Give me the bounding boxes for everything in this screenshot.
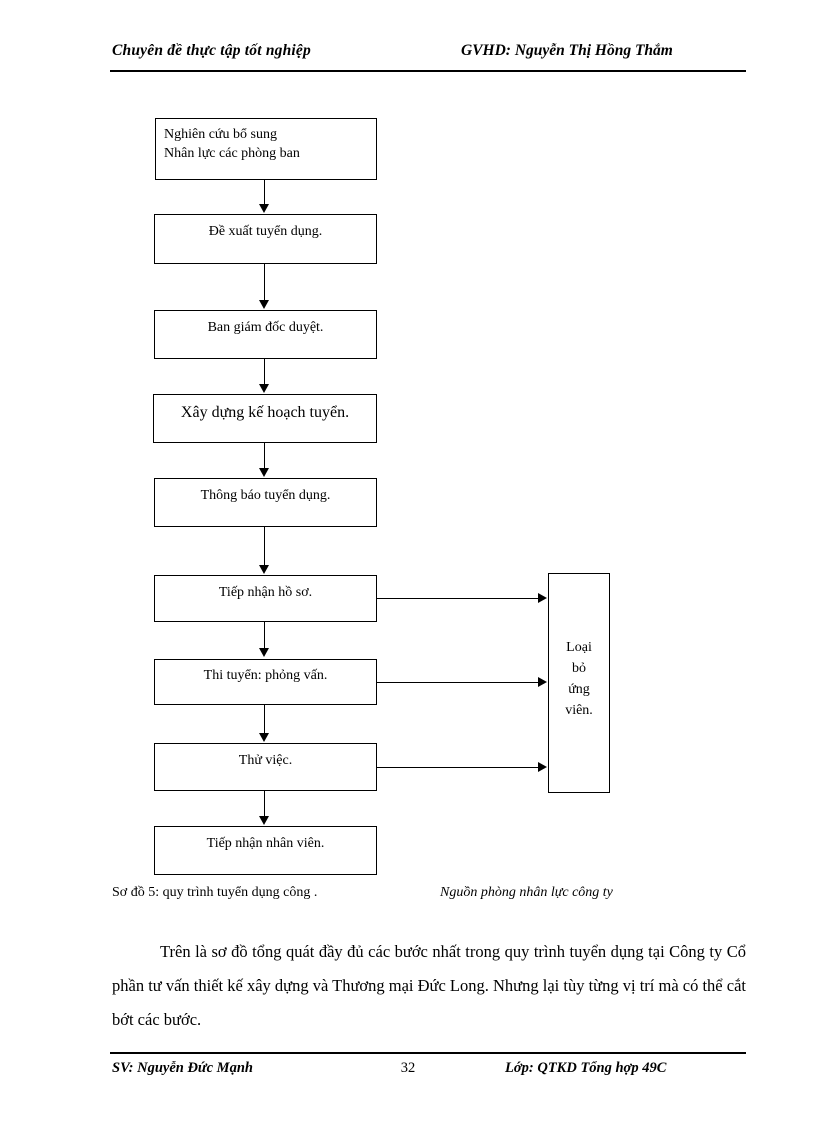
connector-7-8 xyxy=(264,705,265,735)
flowchart-node-label: Loại bỏ ứng viên. xyxy=(565,640,593,718)
connector-8-9-arrowhead xyxy=(259,816,269,825)
flowchart-node-step-4: Xây dựng kế hoạch tuyển. xyxy=(153,394,377,443)
flowchart-node-label: Thi tuyển: phỏng vấn. xyxy=(203,668,328,683)
footer-page-number: 32 xyxy=(400,1060,416,1076)
flowchart-node-step-3: Ban giám đốc duyệt. xyxy=(154,310,377,359)
header-divider xyxy=(110,70,746,72)
connector-2-3-arrowhead xyxy=(259,300,269,309)
connector-1-2-arrowhead xyxy=(259,204,269,213)
flowchart-node-label: Đề xuất tuyển dụng. xyxy=(208,224,323,239)
connector-step7-reject xyxy=(377,682,540,683)
connector-5-6-arrowhead xyxy=(259,565,269,574)
flowchart-node-label: Tiếp nhận hồ sơ. xyxy=(218,585,313,600)
connector-1-2 xyxy=(264,180,265,206)
flowchart-node-label: Ban giám đốc duyệt. xyxy=(207,320,324,335)
footer-divider xyxy=(110,1052,746,1054)
body-paragraph: Trên là sơ đồ tổng quát đầy đủ các bước … xyxy=(112,942,746,1029)
connector-7-8-arrowhead xyxy=(259,733,269,742)
header-title-right: GVHD: Nguyễn Thị Hồng Thắm xyxy=(461,42,673,59)
flowchart-node-step-9: Tiếp nhận nhân viên. xyxy=(154,826,377,875)
figure-source: Nguồn phòng nhân lực công ty xyxy=(440,885,613,900)
connector-8-9 xyxy=(264,791,265,818)
connector-6-7-arrowhead xyxy=(259,648,269,657)
flowchart-node-step-7: Thi tuyển: phỏng vấn. xyxy=(154,659,377,705)
connector-2-3 xyxy=(264,264,265,302)
connector-step8-reject-arrowhead xyxy=(538,762,547,772)
connector-4-5 xyxy=(264,443,265,470)
footer-class: Lớp: QTKD Tổng hợp 49C xyxy=(505,1060,667,1076)
flowchart-node-label: Tiếp nhận nhân viên. xyxy=(206,836,325,851)
connector-step6-reject-arrowhead xyxy=(538,593,547,603)
connector-step7-reject-arrowhead xyxy=(538,677,547,687)
flowchart-node-step-8: Thử việc. xyxy=(154,743,377,791)
flowchart-node-label: Thông báo tuyển dụng. xyxy=(200,488,331,503)
flowchart-node-step-5: Thông báo tuyển dụng. xyxy=(154,478,377,527)
connector-step8-reject xyxy=(377,767,540,768)
flowchart-node-step-1: Nghiên cứu bổ sung Nhân lực các phòng ba… xyxy=(155,118,377,180)
flowchart-node-reject: Loại bỏ ứng viên. xyxy=(548,573,610,793)
connector-step6-reject xyxy=(377,598,540,599)
connector-6-7 xyxy=(264,622,265,650)
flowchart-node-label: Thử việc. xyxy=(238,753,293,768)
connector-3-4 xyxy=(264,359,265,386)
header-title-left: Chuyên đề thực tập tốt nghiệp xyxy=(112,42,311,59)
flowchart-node-label: Xây dựng kế hoạch tuyển. xyxy=(180,404,350,421)
connector-4-5-arrowhead xyxy=(259,468,269,477)
flowchart-node-step-2: Đề xuất tuyển dụng. xyxy=(154,214,377,264)
flowchart-node-step-6: Tiếp nhận hồ sơ. xyxy=(154,575,377,622)
figure-caption: Sơ đồ 5: quy trình tuyển dụng công . xyxy=(112,885,318,900)
flowchart-node-label: Nghiên cứu bổ sung Nhân lực các phòng ba… xyxy=(164,127,300,161)
footer-student: SV: Nguyễn Đức Mạnh xyxy=(112,1060,253,1076)
connector-3-4-arrowhead xyxy=(259,384,269,393)
connector-5-6 xyxy=(264,527,265,567)
